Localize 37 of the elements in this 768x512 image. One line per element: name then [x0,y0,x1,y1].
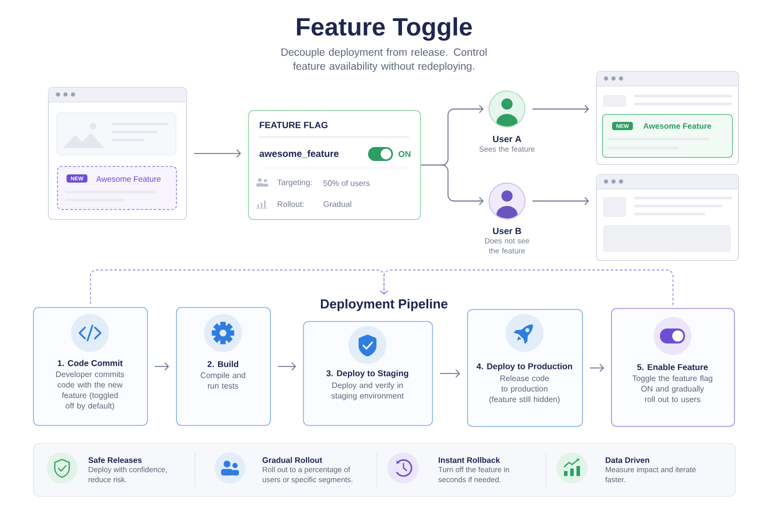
step-description: Developer commits code with the new feature (toggled off by default) [56,371,124,410]
step-title: 3. Deploy to Staging [326,370,408,378]
step-title: 4. Deploy to Production [476,363,572,371]
status-label: ON [398,151,410,157]
arrow [532,104,589,114]
step-title: 2. Build [208,360,238,368]
field-label: Targeting: [277,179,312,187]
field-value: 50% of users [324,180,370,186]
arrow [277,362,296,371]
arrow [154,362,169,371]
arrow [193,149,241,158]
step-description: Deploy and verify in staging environment [331,382,404,400]
step-description: Release code to production (feature still hidden) [489,375,560,404]
step-title: 1. Code Commit [58,360,123,366]
feature-name: Awesome Feature [643,123,712,129]
field-label: Rollout: [278,201,304,207]
arrow [420,164,484,206]
card-title: FEATURE FLAG [260,122,328,128]
title: Feature Toggle [297,17,472,41]
step-title: 5. Enable Feature [637,364,708,370]
benefit-title: Instant Rollback [438,457,500,463]
flag-name: awesome_feature [259,150,339,158]
arrow [380,270,674,306]
feature-name: Awesome Feature [96,176,161,182]
benefit-title: Gradual Rollout [262,457,322,463]
benefit-title: Data Driven [606,457,650,463]
step-description: Compile and run tests [200,372,246,389]
user-name: User A [493,136,522,142]
arrow [589,364,604,372]
subtitle: Decouple deployment from release. Control feature availability without redeploying. [282,48,487,72]
arrow [439,369,460,378]
user-name: User B [493,228,522,234]
step-description: Toggle the feature flag ON and gradually roll out to users [632,375,712,402]
field-value: Gradual [324,201,352,207]
arrow [532,196,589,206]
section-heading: Deployment Pipeline [320,298,448,312]
benefit-title: Safe Releases [88,457,142,463]
